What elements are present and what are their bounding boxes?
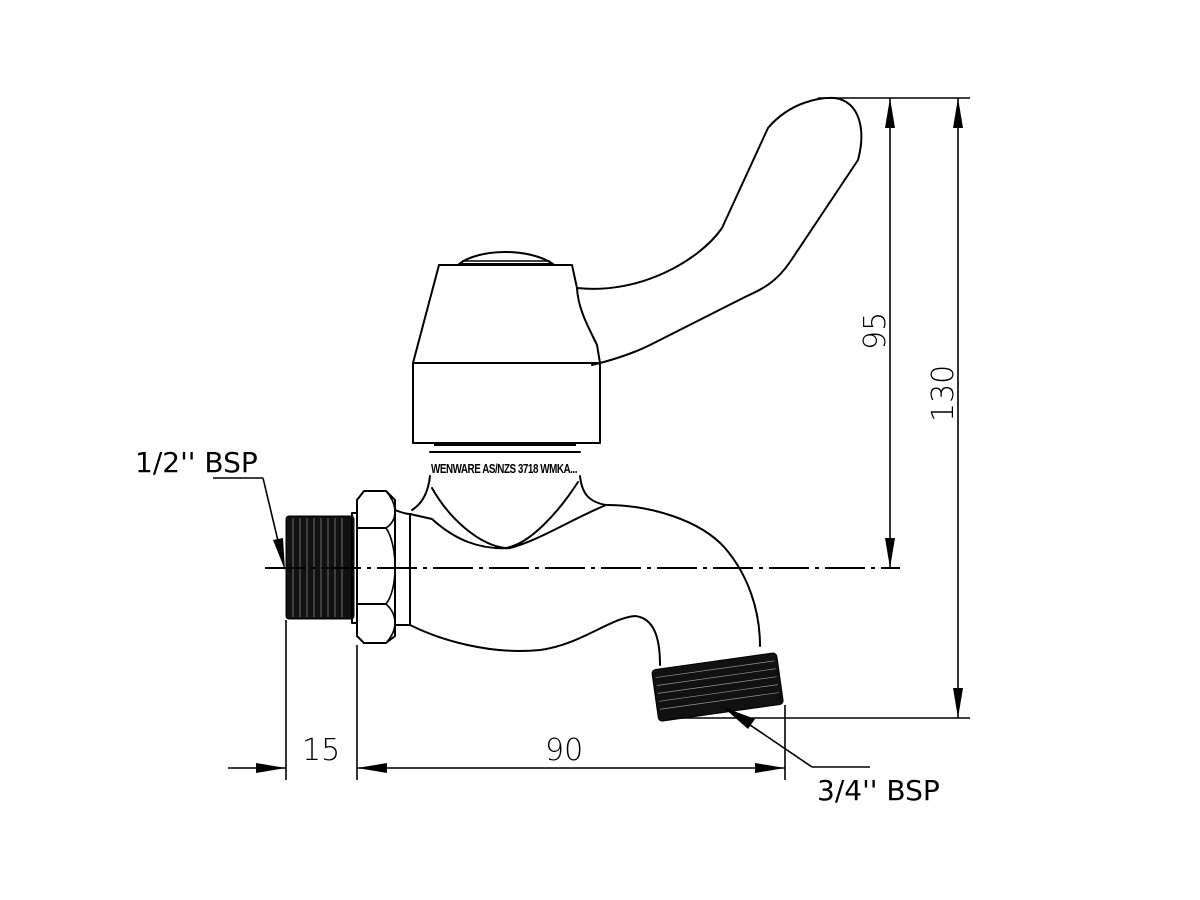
handle-cap-dome (458, 251, 554, 265)
leader-outlet-thread: 3/4'' BSP (723, 707, 940, 807)
dim-15-text: 15 (302, 733, 340, 768)
arrowhead-icon (885, 538, 895, 568)
body-stamp-collar: WENWARE AS/NZS 3718 WMKA... (429, 451, 581, 476)
tap-body (394, 475, 761, 666)
leader-inlet-thread: 1/2'' BSP (135, 446, 285, 570)
dimension-inlet-length: 15 (228, 733, 387, 773)
dimension-handle-height: 95 (858, 98, 895, 568)
dim-90-text: 90 (545, 733, 583, 768)
arrowhead-icon (755, 763, 785, 773)
inlet-thread-label: 1/2'' BSP (135, 446, 258, 479)
dim-95-text: 95 (858, 312, 893, 350)
arrowhead-icon (953, 98, 963, 128)
leader-arrowhead-icon (723, 707, 755, 729)
outlet-thread (651, 652, 784, 722)
arrowhead-icon (953, 688, 963, 718)
dimension-overall-height: 130 (926, 98, 963, 718)
dim-130-text: 130 (926, 365, 961, 422)
leader-arrowhead-icon (273, 538, 285, 570)
arrowhead-icon (256, 763, 286, 773)
lever-handle (576, 96, 863, 366)
headwork-shroud (412, 264, 601, 446)
body-stamp-text: WENWARE AS/NZS 3718 WMKA... (431, 461, 577, 476)
dimension-projection: 90 (357, 733, 785, 773)
extension-lines (285, 97, 970, 780)
arrowhead-icon (885, 98, 895, 128)
outlet-thread-label: 3/4'' BSP (817, 774, 940, 807)
